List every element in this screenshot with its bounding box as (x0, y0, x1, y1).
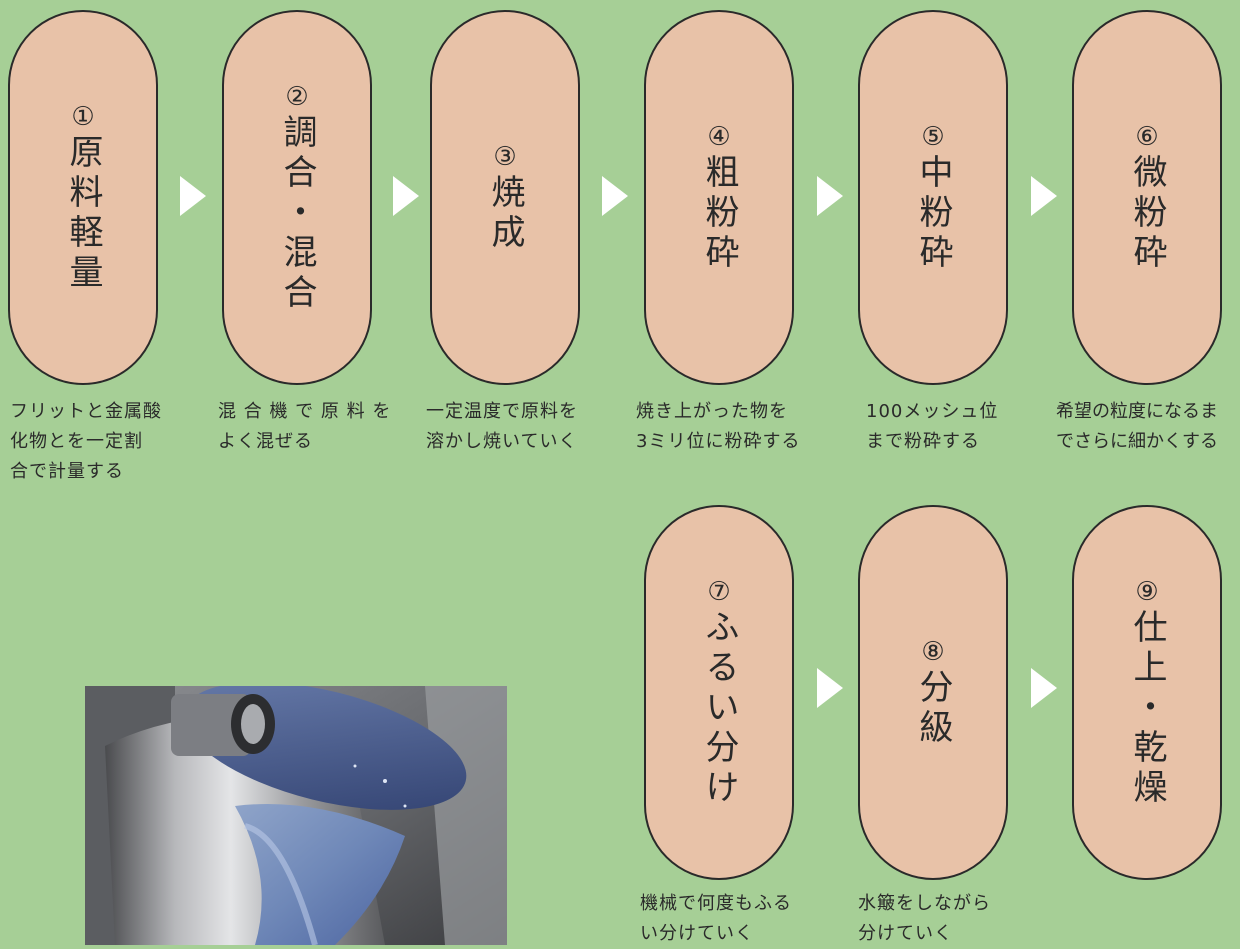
step-7-number: ⑦ (707, 576, 731, 607)
step-8-number: ⑧ (921, 636, 945, 667)
arrow-4-5 (817, 176, 843, 216)
step-6-number: ⑥ (1135, 121, 1159, 152)
step-7-description: 機械で何度もふる い分けていく (640, 893, 792, 944)
step-4-description: 焼き上がった物を 3ミリ位に粉砕する (636, 401, 801, 452)
step-2: ② 調合・混合 (222, 10, 372, 385)
step-4-number: ④ (707, 121, 731, 152)
step-7-label: ふるい分け (699, 608, 739, 809)
step-5-label: 中粉砕 (913, 153, 953, 274)
step-4-label: 粗粉砕 (699, 153, 739, 274)
step-8: ⑧ 分級 (858, 505, 1008, 880)
arrow-3-4 (602, 176, 628, 216)
step-9-number: ⑨ (1135, 576, 1159, 607)
arrow-8-9 (1031, 668, 1057, 708)
step-1-description: フリットと金属酸 化物とを一定割 合で計量する (10, 401, 162, 482)
step-6-label: 微粉砕 (1127, 153, 1167, 274)
step-3: ③ 焼成 (430, 10, 580, 385)
arrow-1-2 (180, 176, 206, 216)
step-9-label: 仕上・乾燥 (1127, 608, 1167, 809)
step-8-description: 水簸をしながら 分けていく (858, 893, 991, 944)
arrow-2-3 (393, 176, 419, 216)
step-3-label: 焼成 (485, 173, 525, 254)
step-9: ⑨ 仕上・乾燥 (1072, 505, 1222, 880)
step-4: ④ 粗粉砕 (644, 10, 794, 385)
step-2-number: ② (285, 81, 309, 112)
step-1-label: 原料軽量 (63, 133, 103, 294)
glaze-pouring-photo (85, 686, 507, 945)
step-2-label: 調合・混合 (277, 113, 317, 314)
arrow-7-8 (817, 668, 843, 708)
step-5-number: ⑤ (921, 121, 945, 152)
step-3-description: 一定温度で原料を 溶かし焼いていく (426, 401, 578, 452)
step-5-description: 100メッシュ位 まで粉砕する (866, 401, 999, 452)
step-8-label: 分級 (913, 668, 953, 749)
step-6-description: 希望の粒度になるま でさらに細かくする (1056, 401, 1218, 452)
step-6: ⑥ 微粉砕 (1072, 10, 1222, 385)
step-2-description: 混 合 機 で 原 料 を よく混ぜる (218, 401, 392, 452)
step-1-number: ① (71, 101, 95, 132)
step-1: ① 原料軽量 (8, 10, 158, 385)
step-3-number: ③ (493, 141, 517, 172)
step-5: ⑤ 中粉砕 (858, 10, 1008, 385)
arrow-5-6 (1031, 176, 1057, 216)
step-7: ⑦ ふるい分け (644, 505, 794, 880)
